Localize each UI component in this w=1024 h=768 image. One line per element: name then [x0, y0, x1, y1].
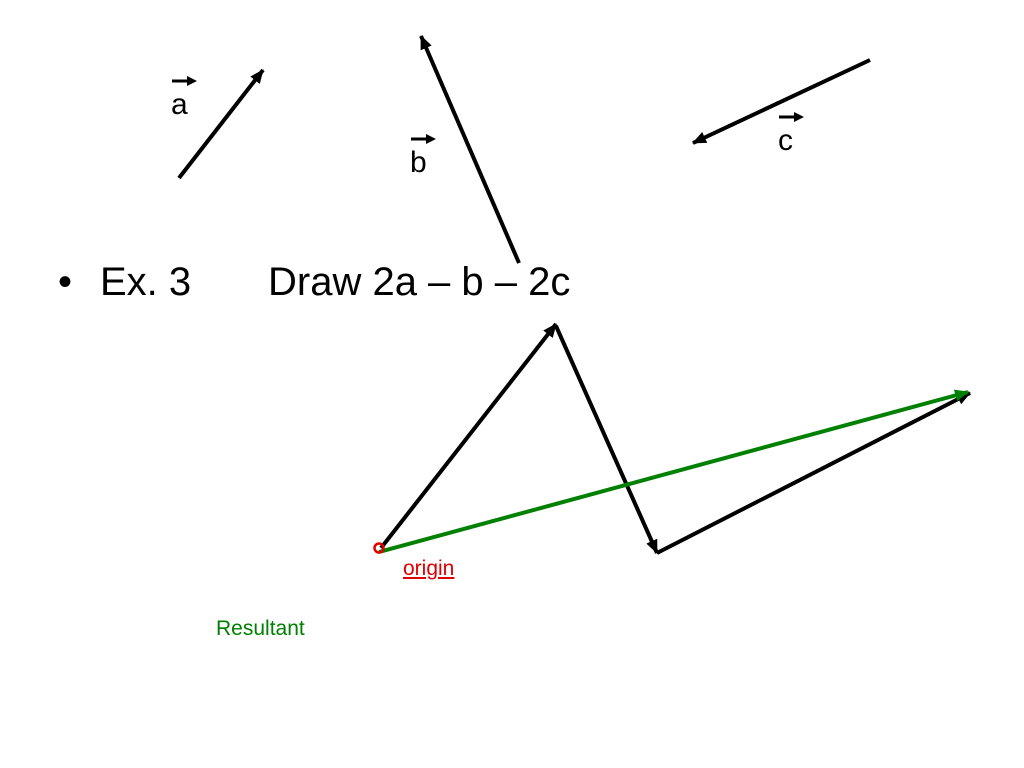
vector-arrow-icon — [172, 76, 197, 86]
resultant-label: Resultant — [216, 617, 305, 640]
vector-minus-2c-arrow — [656, 391, 971, 555]
origin-label[interactable]: origin — [403, 557, 455, 580]
vector-2a-arrow — [379, 322, 558, 550]
vector-b-text: b — [410, 146, 427, 179]
vector-c-arrow — [692, 58, 871, 145]
resultant-arrow — [378, 389, 969, 554]
vector-a-text: a — [171, 88, 188, 121]
vector-b-arrow — [419, 35, 521, 264]
bullet-marker: • — [58, 260, 73, 304]
vector-arrow-icon — [779, 112, 804, 122]
vector-c-label: c — [778, 112, 804, 157]
vector-a-arrow — [177, 68, 265, 180]
vector-c-text: c — [778, 124, 793, 157]
vector-arrow-icon — [411, 134, 436, 144]
vector-a-label: a — [171, 76, 197, 121]
vector-minus-b-arrow — [554, 325, 659, 554]
example-number: Ex. 3 — [100, 260, 192, 304]
vector-b-label: b — [410, 134, 436, 179]
instruction-text: Draw 2a – b – 2c — [268, 260, 571, 304]
origin-marker — [373, 542, 385, 554]
bullet-line: • Ex. 3 Draw 2a – b – 2c — [58, 262, 570, 302]
